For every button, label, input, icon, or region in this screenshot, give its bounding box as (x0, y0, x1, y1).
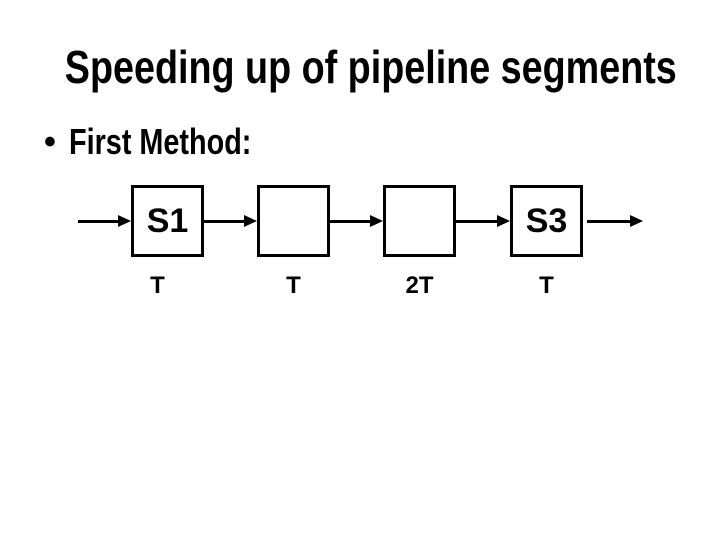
flow-arrow (456, 215, 510, 227)
flow-arrow-input (78, 215, 131, 227)
arrow-head-icon (630, 215, 643, 227)
flow-arrow-output (587, 215, 643, 227)
arrow-head-icon (118, 215, 131, 227)
bullet-item: • First Method: (44, 122, 297, 162)
arrow-head-icon (497, 215, 510, 227)
arrow-head-icon (370, 215, 383, 227)
arrow-line (330, 219, 374, 223)
stage-box-s1: S1 (131, 185, 204, 257)
bullet-marker: • (44, 123, 56, 161)
stage-time-label: T (286, 272, 301, 299)
stage-box-3 (383, 185, 456, 257)
arrow-line (456, 219, 501, 223)
bullet-text: First Method: (68, 121, 252, 162)
stage-box-s3: S3 (510, 185, 583, 257)
arrow-line (587, 219, 634, 223)
stage-label: S3 (525, 201, 568, 240)
stage-time-label: 2T (405, 272, 434, 299)
page-title: Speeding up of pipeline segments (64, 41, 677, 93)
arrow-head-icon (244, 215, 257, 227)
flow-arrow (330, 215, 383, 227)
arrow-line (204, 219, 248, 223)
stage-label: S1 (146, 201, 189, 240)
stage-time-label: T (150, 272, 165, 299)
stage-box-2 (257, 185, 330, 257)
stage-time-label: T (539, 272, 554, 299)
arrow-line (78, 219, 122, 223)
flow-arrow (204, 215, 257, 227)
